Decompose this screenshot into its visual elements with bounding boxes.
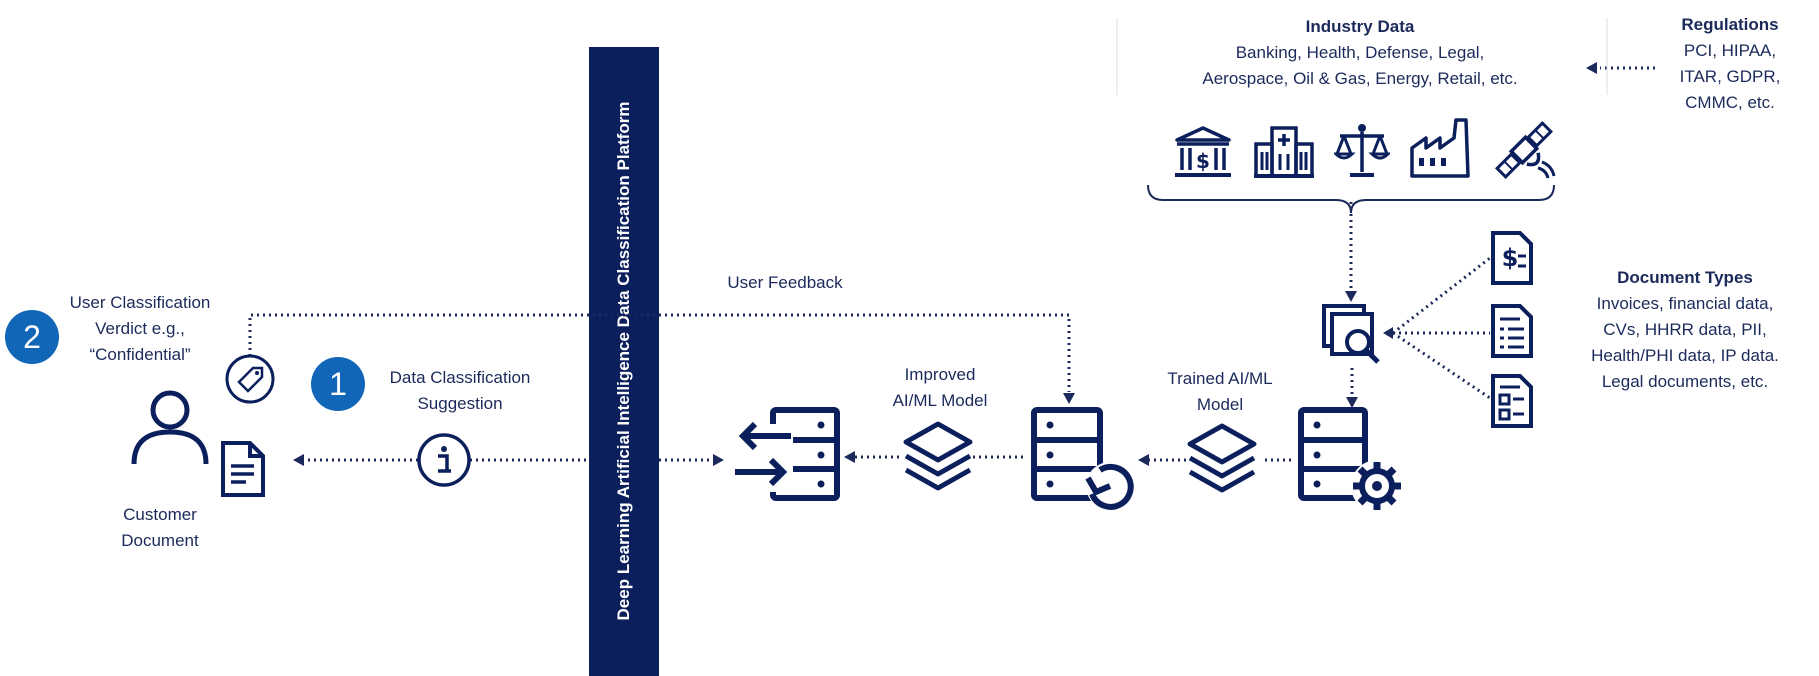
server-refresh-icon <box>1031 407 1134 510</box>
customer-line2: Document <box>121 531 199 550</box>
scales-icon <box>1334 124 1390 177</box>
suggestion-line1: Data Classification <box>389 368 531 387</box>
regulations-line3: CMMC, etc. <box>1685 93 1775 112</box>
verdict-line1: User Classification <box>69 293 211 312</box>
trained-line1: Trained AI/ML <box>1167 369 1273 388</box>
improved-block: Improved AI/ML Model <box>870 362 1010 414</box>
regulations-line1: PCI, HIPAA, <box>1683 41 1777 60</box>
improved-line2: AI/ML Model <box>892 391 988 410</box>
step-badge-1: 1 <box>311 357 365 411</box>
server-gear-icon <box>1298 407 1403 512</box>
customer-line1: Customer <box>123 505 197 524</box>
bank-icon: $ <box>1175 126 1231 177</box>
svg-text:$: $ <box>1196 149 1210 173</box>
person-icon <box>131 390 209 465</box>
user-feedback-label: User Feedback <box>727 273 843 292</box>
verdict-line3: “Confidential” <box>89 345 191 364</box>
doc-types-block: Document Types Invoices, financial data,… <box>1560 265 1810 395</box>
invoice-dollar-icon: $ <box>1491 231 1533 285</box>
hospital-icon <box>1254 126 1314 178</box>
customer-block: Customer Document <box>90 502 230 554</box>
verdict-line2: Verdict e.g., <box>95 319 185 338</box>
layers-icon <box>903 421 973 491</box>
platform-bar <box>589 47 659 676</box>
satellite-icon <box>1495 121 1556 179</box>
doc-types-title: Document Types <box>1617 268 1753 287</box>
industry-title: Industry Data <box>1305 17 1415 36</box>
tag-icon <box>225 354 275 404</box>
layers-icon <box>1187 423 1257 493</box>
trained-line2: Model <box>1196 395 1244 414</box>
doc-types-line1: Invoices, financial data, <box>1596 294 1774 313</box>
industry-block: Industry Data Banking, Health, Defense, … <box>1150 14 1570 92</box>
industry-line2: Aerospace, Oil & Gas, Energy, Retail, et… <box>1202 69 1518 88</box>
factory-icon <box>1410 118 1470 178</box>
suggestion-line2: Suggestion <box>417 394 503 413</box>
list-document-icon <box>1491 304 1533 358</box>
verdict-block: User Classification Verdict e.g., “Confi… <box>50 290 230 368</box>
step-badge-2: 2 <box>5 310 59 364</box>
doc-types-line3: Health/PHI data, IP data. <box>1591 346 1779 365</box>
form-document-icon <box>1491 374 1533 428</box>
regulations-title: Regulations <box>1681 15 1779 34</box>
svg-text:$: $ <box>1502 244 1519 272</box>
improved-line1: Improved <box>904 365 976 384</box>
doc-types-line4: Legal documents, etc. <box>1601 372 1769 391</box>
regulations-line2: ITAR, GDPR, <box>1679 67 1781 86</box>
suggestion-block: Data Classification Suggestion <box>370 365 550 417</box>
trained-block: Trained AI/ML Model <box>1140 366 1300 418</box>
feedback-path <box>248 313 1071 392</box>
document-search-icon <box>1322 304 1380 364</box>
info-icon <box>417 433 471 487</box>
server-exchange-icon <box>733 407 840 501</box>
doc-types-line2: CVs, HHRR data, PII, <box>1603 320 1767 339</box>
document-icon <box>221 441 265 497</box>
industry-line1: Banking, Health, Defense, Legal, <box>1235 43 1485 62</box>
regulations-block: Regulations PCI, HIPAA, ITAR, GDPR, CMMC… <box>1650 12 1810 116</box>
